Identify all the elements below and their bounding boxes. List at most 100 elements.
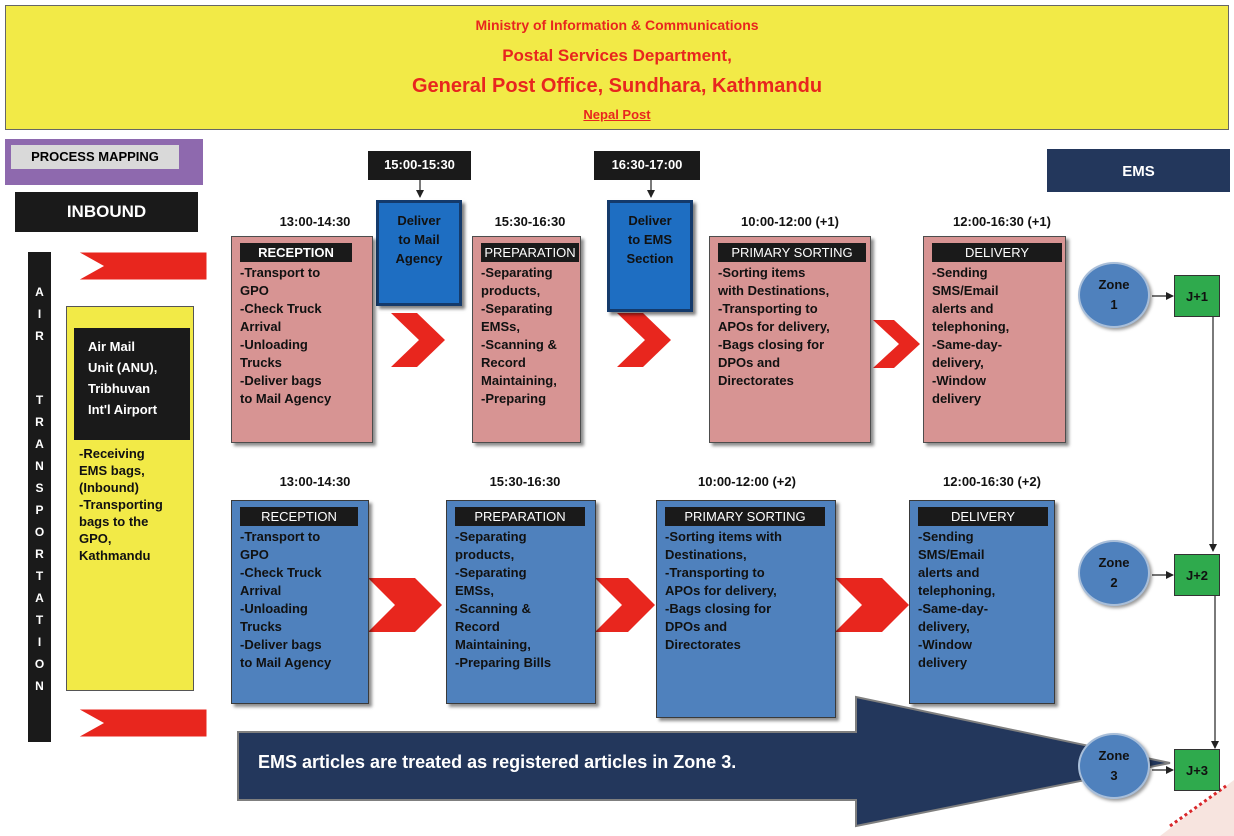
step-description: -Sorting items with Destinations, -Transpo… [718, 264, 867, 390]
step-title: RECEPTION [240, 507, 358, 526]
step-line: -Same-day- [918, 601, 989, 616]
step-line: -Bags closing for [665, 601, 772, 616]
chevron-r2-1 [368, 578, 442, 632]
step-line: -Window [932, 373, 987, 388]
step-line: APOs for delivery, [718, 319, 830, 334]
row1-time-sorting: 10:00-12:00 (+1) [741, 214, 839, 229]
step-line: with Destinations, [718, 283, 830, 298]
step-title: PRIMARY SORTING [718, 243, 866, 262]
inbound-arrow-bottom [76, 708, 208, 738]
ministry-title: Ministry of Information & Communications [475, 17, 759, 33]
inbound-arrow-top [76, 251, 208, 281]
step-line: -Sorting items [718, 265, 806, 280]
nepal-post-link[interactable]: Nepal Post [583, 107, 651, 122]
note-big-arrow [237, 695, 1171, 828]
header-banner: Ministry of Information & Communications… [5, 5, 1229, 130]
deliver-ems-section-box: Deliver to EMS Section [607, 200, 693, 312]
step-line: Maintaining, [455, 637, 531, 652]
row1-time-delivery: 12:00-16:30 (+1) [953, 214, 1051, 229]
step-line: SMS/Email [918, 547, 985, 562]
row2-time-delivery: 12:00-16:30 (+2) [943, 474, 1041, 489]
j3-box: J+3 [1174, 749, 1220, 791]
chevron-r2-2 [595, 578, 655, 632]
row1-time-reception: 13:00-14:30 [279, 214, 351, 229]
step-line: -Same-day- [932, 337, 1003, 352]
air-transport-letter: A [35, 591, 44, 605]
step-line: Record [481, 355, 526, 370]
step-line: -Bags closing for [718, 337, 825, 352]
j1-to-j2-line [1209, 296, 1220, 552]
air-transport-letter: N [35, 679, 44, 693]
step-line: delivery [918, 655, 968, 670]
air-transport-letter: N [35, 459, 44, 473]
row1-time-preparation: 15:30-16:30 [494, 214, 566, 229]
step-line: EMSs, [455, 583, 495, 598]
step-line: -Transport to [240, 265, 321, 280]
air-transport-letter: P [35, 503, 44, 517]
step-line: -Preparing [481, 391, 547, 406]
j2-to-j3-line [1211, 575, 1220, 749]
process-mapping-label: PROCESS MAPPING [11, 145, 179, 169]
step-line: Arrival [240, 319, 282, 334]
step-line: -Window [918, 637, 973, 652]
step-title: PRIMARY SORTING [665, 507, 825, 526]
chevron-r1-2 [617, 313, 671, 367]
air-transport-letter: R [35, 415, 44, 429]
air-transport-letter: A [35, 285, 44, 299]
step-line: Directorates [665, 637, 741, 652]
step-line: DPOs and [718, 355, 781, 370]
zone3-note: EMS articles are treated as registered a… [258, 752, 737, 772]
step-line: to Mail Agency [240, 655, 332, 670]
office-title: General Post Office, Sundhara, Kathmandu [411, 75, 823, 97]
step-title: DELIVERY [932, 243, 1062, 262]
row2-time-reception: 13:00-14:30 [279, 474, 351, 489]
step-line: delivery, [918, 619, 970, 634]
row1-primary-sorting-box: PRIMARY SORTING -Sorting items with Destin… [709, 236, 871, 443]
step-line: -Scanning & [481, 337, 557, 352]
step-line: to Mail Agency [240, 391, 332, 406]
step-line: -Preparing Bills [455, 655, 552, 670]
step-line: -Transporting to [665, 565, 765, 580]
air-transport-letter: T [35, 613, 44, 627]
step-line: telephoning, [932, 319, 1010, 334]
step-line: products, [455, 547, 515, 562]
j2-box: J+2 [1174, 554, 1220, 596]
chevron-r1-1 [391, 313, 445, 367]
step-line: -Deliver bags [240, 637, 322, 652]
step-line: delivery [932, 391, 982, 406]
step-title: DELIVERY [918, 507, 1048, 526]
step-line: -Sending [932, 265, 988, 280]
step-title: PREPARATION [481, 243, 579, 262]
step-line: Trucks [240, 355, 282, 370]
step-line: alerts and [918, 565, 980, 580]
air-mail-unit-title: Air Mail Unit (ANU), Tribhuvan Int'l Air… [74, 328, 190, 440]
air-transport-letter: I [37, 307, 42, 321]
zone-2-circle: Zone 2 [1078, 540, 1150, 606]
step-line: GPO [240, 283, 269, 298]
time-15-1530: 15:00-15:30 [368, 151, 471, 180]
step-line: -Separating [481, 265, 553, 280]
air-transport-letter: T [35, 569, 44, 583]
zone-1-circle: Zone 1 [1078, 262, 1150, 328]
step-line: -Check Truck [240, 301, 322, 316]
step-line: Arrival [240, 583, 282, 598]
air-transport-letter: R [35, 329, 44, 343]
step-line: GPO [240, 547, 269, 562]
air-transport-letter: A [35, 437, 44, 451]
step-line: -Sending [918, 529, 974, 544]
step-line: telephoning, [918, 583, 996, 598]
ems-label: EMS [1047, 149, 1230, 192]
j1-box: J+1 [1174, 275, 1220, 317]
step-title: RECEPTION [240, 243, 352, 262]
air-transport-letter: I [37, 635, 42, 649]
air-transport-letter: R [35, 547, 44, 561]
step-line: -Transporting to [718, 301, 818, 316]
step-line: alerts and [932, 301, 994, 316]
